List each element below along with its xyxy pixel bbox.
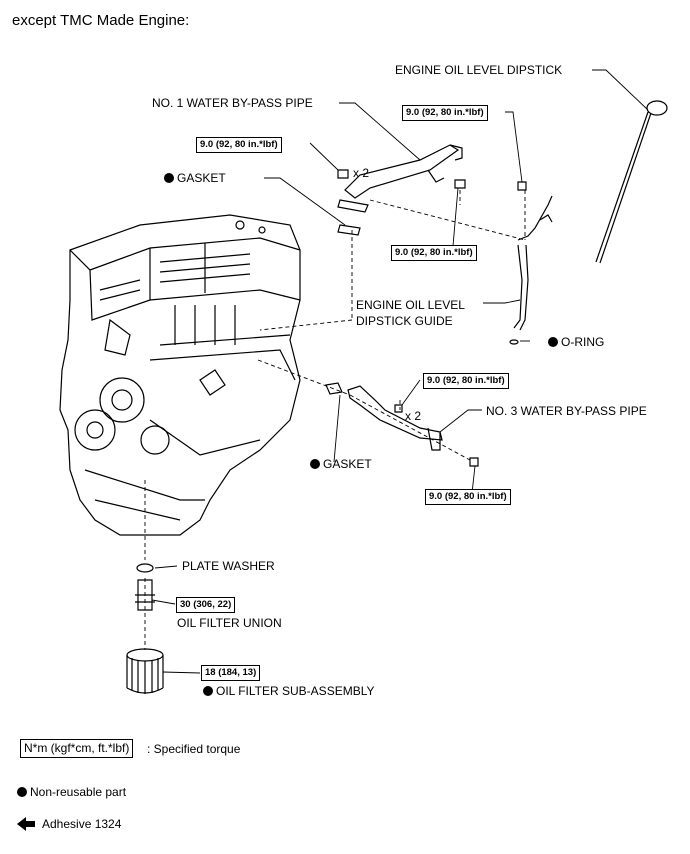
non-reusable-dot-icon [17,787,27,797]
non-reusable-dot-icon [310,459,320,469]
dipstick-label: ENGINE OIL LEVEL DIPSTICK [395,63,563,77]
x2-top-label: x 2 [353,166,370,180]
water-bypass-pipe-1-label: NO. 1 WATER BY-PASS PIPE [152,96,313,110]
water-bypass-pipe-3-label: NO. 3 WATER BY-PASS PIPE [486,404,647,418]
adhesive-arrow-icon [17,817,35,831]
legend-torque-unit: N*m (kgf*cm, ft.*lbf) [20,739,134,758]
oil-filter-union-label: OIL FILTER UNION [177,616,282,630]
non-reusable-dot-icon [164,173,174,183]
water-bypass-pipe-3-drawing [325,382,479,467]
gasket-2-label: GASKET [310,457,372,471]
non-reusable-dot-icon [203,686,213,696]
oil-filter-drawing [126,648,164,694]
page-title: except TMC Made Engine: [12,12,190,29]
water-bypass-pipe-1-drawing [337,144,463,213]
dipstick-drawing [595,100,668,264]
torque-dipstick-bolt: 9.0 (92, 80 in.*lbf) [402,105,488,121]
torque-filter: 18 (184, 13) [201,665,261,681]
legend-non-reusable: Non-reusable part [17,785,126,799]
torque-union: 30 (306, 22) [176,597,236,613]
dipstick-guide-label-2: DIPSTICK GUIDE [356,314,453,328]
torque-pipe3-nut: 9.0 (92, 80 in.*lbf) [423,373,509,389]
oil-filter-label: OIL FILTER SUB-ASSEMBLY [203,684,374,698]
dipstick-guide-label-1: ENGINE OIL LEVEL [356,298,465,312]
torque-pipe1-nut: 9.0 (92, 80 in.*lbf) [196,137,282,153]
x2-bottom-label: x 2 [405,409,422,423]
torque-pipe1-bolt: 9.0 (92, 80 in.*lbf) [391,245,477,261]
plate-washer-label: PLATE WASHER [182,559,275,573]
dipstick-guide-drawing [513,181,553,331]
gasket-1-label: GASKET [164,171,226,185]
torque-pipe3-bolt: 9.0 (92, 80 in.*lbf) [425,489,511,505]
engine-assembly-drawing [59,214,301,536]
legend-torque-desc: : Specified torque [147,742,241,756]
legend-adhesive: Adhesive 1324 [17,817,121,831]
o-ring-label: O-RING [548,335,604,349]
non-reusable-dot-icon [548,337,558,347]
